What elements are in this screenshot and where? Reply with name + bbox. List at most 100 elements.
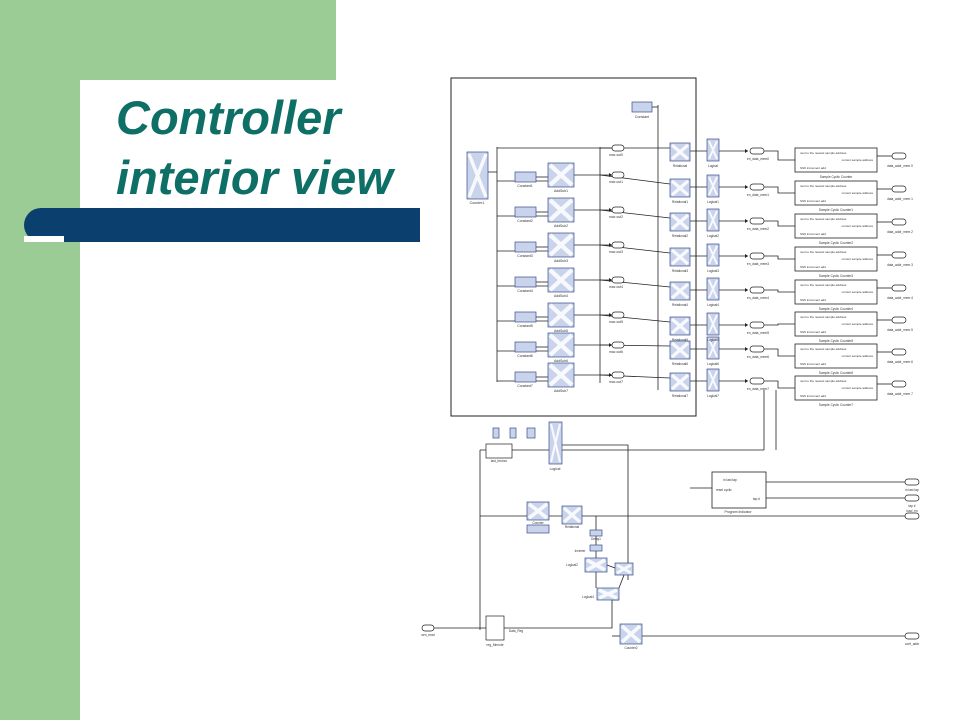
program-indicator-label: Program Indicator xyxy=(725,510,753,514)
enable-port-6 xyxy=(749,345,765,353)
lower-logical-label: Logical xyxy=(550,467,561,471)
logical-arrow-0 xyxy=(745,149,748,153)
constant-label-3: Constant3 xyxy=(517,254,533,258)
title-underline-bar xyxy=(24,208,420,242)
reg-out-wire xyxy=(504,599,619,629)
sample-port-bot-6: Shift increment add xyxy=(800,362,826,366)
mac-out-port-2 xyxy=(611,206,625,214)
last-binary-block xyxy=(485,443,513,459)
relational-label-1: Relational1 xyxy=(672,200,688,204)
sample-counter-label-2: Sample Cyclic Counter2 xyxy=(819,241,853,245)
enable-label-2: en_data_mem2 xyxy=(747,227,769,231)
mac-out-port-0 xyxy=(611,144,625,152)
relational-label-6: Relational6 xyxy=(672,362,688,366)
enable-port-7 xyxy=(749,377,765,385)
logical-block-1-mark xyxy=(708,176,718,196)
reg-label: reg_Mmode xyxy=(486,643,503,647)
slide-title: Controller interior view xyxy=(116,88,436,208)
mac-to-relational-7 xyxy=(599,374,671,379)
logical-arrow-6 xyxy=(745,347,748,351)
addsub-block-5-mark xyxy=(548,303,574,327)
sample-counter-block-7 xyxy=(794,375,878,401)
addsub-arrow-7 xyxy=(609,373,612,377)
enable-label-0: en_data_mem0 xyxy=(747,157,769,161)
relational-block-5-mark xyxy=(670,317,690,335)
sample-port-bot-0: Shift increment add xyxy=(800,166,826,170)
sample-counter-label-4: Sample Cyclic Counter4 xyxy=(819,307,853,311)
prog-port-bot: tap # xyxy=(753,497,760,501)
constant-label-5: Constant5 xyxy=(517,324,533,328)
subsystem-frame xyxy=(450,77,697,417)
mac-out-label-7: mac out7 xyxy=(609,380,623,384)
mac-out-label-4: mac out4 xyxy=(609,285,623,289)
constant-block-1 xyxy=(514,171,537,183)
enable-port-3 xyxy=(749,252,765,260)
counter-label: Counter1 xyxy=(470,201,485,205)
enable-to-sample-1 xyxy=(764,186,795,194)
logical-arrow-7 xyxy=(745,379,748,383)
enable-to-sample-4 xyxy=(764,289,795,293)
sample-port-top-4: next to the newest sample address xyxy=(800,283,847,287)
out-label-3: load_en xyxy=(906,509,918,513)
out-label-1: in last tap xyxy=(905,488,919,492)
enable-label-4: en_data_mem4 xyxy=(747,296,769,300)
sample-counter-label-6: Sample Cyclic Counter6 xyxy=(819,371,853,375)
data-out-port-6 xyxy=(891,348,907,356)
sample-port-mid-0: current sample address xyxy=(842,158,874,162)
sample-port-mid-4: current sample address xyxy=(842,290,874,294)
inverter-block xyxy=(589,544,603,552)
data-out-port-0 xyxy=(891,152,907,160)
sample-port-mid-3: current sample address xyxy=(842,257,874,261)
enable-to-sample-2 xyxy=(764,220,795,227)
sample-port-top-7: next to the newest sample address xyxy=(800,379,847,383)
sample-counter-block-2 xyxy=(794,213,878,239)
band-rounded-corner xyxy=(80,80,200,200)
constant-block-2 xyxy=(514,206,537,218)
top-constant-label: Constant xyxy=(635,115,649,119)
relational-label-3: Relational3 xyxy=(672,269,688,273)
mac-out-label-6: mac out6 xyxy=(609,350,623,354)
lower-counter-b xyxy=(526,524,550,534)
logical-label-3: Logical3 xyxy=(707,269,719,273)
data-out-port-5 xyxy=(891,316,907,324)
logical-label-5: Logical5 xyxy=(707,338,719,342)
logical-label-2: Logical2 xyxy=(707,234,719,238)
addsub-label-7: AddSub7 xyxy=(554,389,568,393)
left-green-band xyxy=(0,0,80,720)
sample-counter-block-0 xyxy=(794,147,878,173)
small-block-c xyxy=(526,427,536,439)
sample-port-top-3: next to the newest sample address xyxy=(800,250,847,254)
logical-block-3-mark xyxy=(708,245,718,265)
sample-counter-block-4 xyxy=(794,279,878,305)
last-binary-label: last_bin/our xyxy=(491,459,508,463)
addsub-block-1-mark xyxy=(548,163,574,187)
logical2-block-mark xyxy=(586,558,606,572)
enable-to-sample-3 xyxy=(764,255,795,260)
lower-relational-block-mark xyxy=(562,506,582,524)
sample-port-mid-1: current sample address xyxy=(842,191,874,195)
addsub-label-6: AddSub6 xyxy=(554,359,568,363)
sample-port-top-6: next to the newest sample address xyxy=(800,347,847,351)
logical2-to-3 xyxy=(606,564,616,569)
logical-block-2-mark xyxy=(708,210,718,230)
data-out-port-2 xyxy=(891,218,907,226)
logical-label-0: Logical xyxy=(708,164,718,168)
out-port-1 xyxy=(904,478,920,486)
small-block-a xyxy=(492,427,500,439)
data-out-label-3: data_addr_mem 3 xyxy=(887,263,913,267)
data-out-port-3 xyxy=(891,251,907,259)
lower-counter-block-mark xyxy=(527,502,549,520)
enable-port-5 xyxy=(749,321,765,329)
mac-out-port-5 xyxy=(611,311,625,319)
sample-counter-label-3: Sample Cyclic Counter3 xyxy=(819,274,853,278)
addsub-block-7-mark xyxy=(548,363,574,387)
logical-arrow-4 xyxy=(745,288,748,292)
mac-out-port-6 xyxy=(611,341,625,349)
sample-port-mid-2: current sample address xyxy=(842,224,874,228)
enable-to-sample-0 xyxy=(764,150,795,161)
enable-to-sample-6 xyxy=(764,348,795,357)
relational-block-1-mark xyxy=(670,179,690,197)
enable-port-4 xyxy=(749,286,765,294)
constant-label-7: Constant7 xyxy=(517,384,533,388)
data-out-port-7 xyxy=(891,380,907,388)
